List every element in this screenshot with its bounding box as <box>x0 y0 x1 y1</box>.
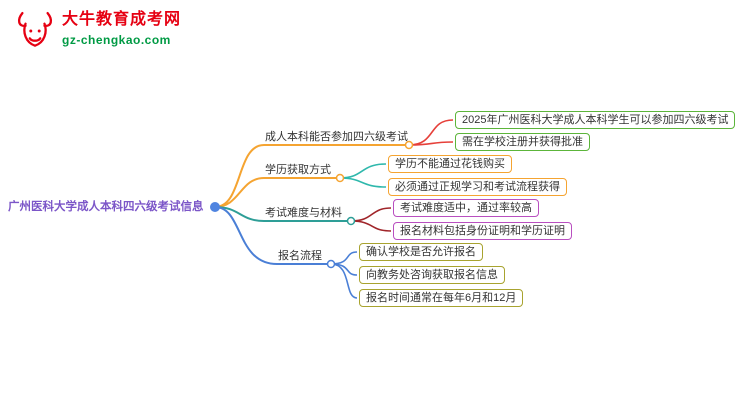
site-url: gz-chengkao.com <box>62 33 171 47</box>
branch3-link-2 <box>350 220 392 232</box>
leaf-node: 报名时间通常在每年6月和12月 <box>359 289 524 307</box>
leaf-node: 考试难度适中，通过率较高 <box>393 199 539 217</box>
leaf-node: 报名材料包括身份证明和学历证明 <box>393 222 572 240</box>
branch-node-4: 报名流程 <box>278 250 322 262</box>
branch2-link-1 <box>339 163 387 179</box>
branch2-junction-dot <box>335 173 345 183</box>
branch1-link-2 <box>408 141 454 146</box>
branch-node-2: 学历获取方式 <box>265 164 331 176</box>
leaf-node: 学历不能通过花钱购买 <box>388 155 512 173</box>
branch1-link-1 <box>408 119 454 146</box>
bull-icon <box>17 11 53 47</box>
branch1-spine <box>214 144 265 208</box>
branch4-link-3 <box>330 263 358 299</box>
leaf-node: 向教务处咨询获取报名信息 <box>359 266 505 284</box>
root-dot <box>210 202 220 212</box>
branch-node-3: 考试难度与材料 <box>265 207 342 219</box>
branch2-spine <box>214 177 265 208</box>
branch3-link-1 <box>350 207 392 222</box>
branch3-spine <box>214 206 265 222</box>
site-logo[interactable]: 大牛教育成考网 gz-chengkao.com <box>14 10 181 52</box>
leaf-node: 必须通过正规学习和考试流程获得 <box>388 178 567 196</box>
leaf-node: 2025年广州医科大学成人本科学生可以参加四六级考试 <box>455 111 736 129</box>
leaf-node: 需在学校注册并获得批准 <box>455 133 590 151</box>
branch3-junction-dot <box>346 216 356 226</box>
branch2-link-2 <box>339 177 387 188</box>
branch4-link-2 <box>330 263 358 276</box>
branch-node-1: 成人本科能否参加四六级考试 <box>265 131 408 143</box>
root-node: 广州医科大学成人本科四六级考试信息 <box>8 201 204 213</box>
branch4-junction-dot <box>326 259 336 269</box>
branch4-link-1 <box>330 251 358 265</box>
site-name: 大牛教育成考网 <box>62 11 182 28</box>
leaf-node: 确认学校是否允许报名 <box>359 243 483 261</box>
